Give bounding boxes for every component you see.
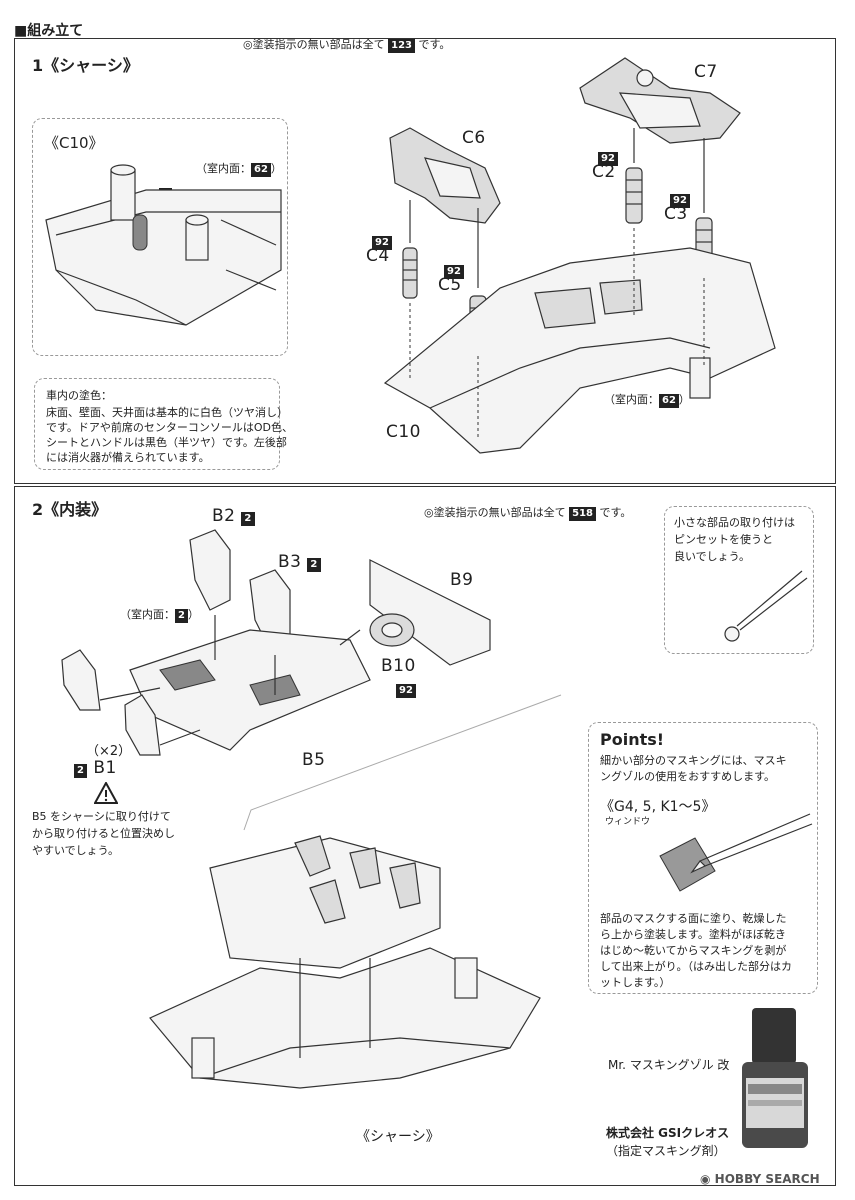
label-b1-count: （×2） xyxy=(86,744,132,759)
combined-chassis-drawing xyxy=(149,835,541,1089)
product-name: Mr. マスキングゾル 改 xyxy=(608,1058,730,1072)
part-c4-shape xyxy=(402,247,418,299)
paint-code-badge: 123 xyxy=(388,39,415,53)
step1-title: 1《シャーシ》 xyxy=(32,56,139,75)
masking-sol-bottle-image xyxy=(742,1008,808,1148)
code-c4: 92 xyxy=(372,230,392,250)
interior-paint-title: 車内の塗色： xyxy=(46,389,112,402)
part-b9-shape xyxy=(369,559,491,666)
part-c2-shape xyxy=(625,167,643,224)
masking-brush-icon xyxy=(659,813,813,892)
chassis-caption: 《シャーシ》 xyxy=(356,1129,440,1145)
interior-paint-line-2: です。ドアや前席のセンターコンソールはOD色、 xyxy=(46,421,294,434)
warning-line-1: B5 をシャーシに取り付けて xyxy=(32,810,171,823)
c10-inset-interior-note: （室内面：62） xyxy=(196,162,282,177)
tweezer-tip-box xyxy=(664,506,814,654)
code-c5: 92 xyxy=(444,259,464,279)
company-note: （指定マスキング剤） xyxy=(606,1144,726,1158)
interior-paint-line-1: 床面、壁面、天井面は基本的に白色（ツヤ消し） xyxy=(46,406,288,419)
chassis-assembly-drawing xyxy=(383,57,776,454)
tweezer-icon xyxy=(724,570,808,642)
warning-line-2: から取り付けると位置決めし xyxy=(32,827,175,840)
label-c4: C4 xyxy=(366,246,390,266)
part-b2-shape xyxy=(189,529,231,611)
label-c2: C2 xyxy=(592,162,616,182)
step-divider xyxy=(243,694,562,831)
step1-paint-note: ◎塗装指示の無い部品は全て 123 です。 xyxy=(243,38,451,53)
points-body-4: して出来上がり。（はみ出した部分はカ xyxy=(600,960,792,973)
points-title: Points! xyxy=(600,730,665,749)
hobby-search-watermark: ◉ HOBBY SEARCH xyxy=(700,1172,820,1186)
company-name: 株式会社 GSIクレオス xyxy=(606,1126,730,1140)
label-c5: C5 xyxy=(438,275,462,295)
interior-paint-line-4: には消火器が備えられています。 xyxy=(46,451,210,464)
points-body-3: はじめ～乾いてからマスキングを剥が xyxy=(600,944,787,957)
code-b10: 92 xyxy=(396,678,416,698)
label-b2: B2 2 xyxy=(212,506,255,526)
label-c7: C7 xyxy=(694,62,718,82)
step2-paint-note: ◎塗装指示の無い部品は全て 518 です。 xyxy=(424,506,632,521)
step2-interior-note: （室内面：2） xyxy=(120,608,199,623)
label-b3: B3 2 xyxy=(278,552,321,572)
watermark-logo-icon: ◉ xyxy=(700,1172,711,1186)
part-b1-shape xyxy=(61,649,161,756)
tweezer-tip-line-1: 小さな部品の取り付けは xyxy=(674,516,795,529)
points-parts-title: 《G4, 5, K1～5》 xyxy=(600,799,716,815)
part-c7-shape xyxy=(579,57,741,144)
label-b1: 2 B1 xyxy=(74,758,117,778)
step1-panel xyxy=(14,38,836,484)
points-body-1: 部品のマスクする面に塗り、乾燥した xyxy=(600,912,787,925)
label-c3: C3 xyxy=(664,204,688,224)
label-b9: B9 xyxy=(450,570,474,590)
points-window-label: ウィンドウ xyxy=(605,817,651,827)
step1-interior-note: （室内面：62） xyxy=(604,393,690,408)
label-b10: B10 xyxy=(381,656,416,676)
interior-paint-line-3: シートとハンドルは黒色（半ツヤ）です。左後部 xyxy=(46,436,287,449)
code-c3: 92 xyxy=(670,188,690,208)
points-intro-1: 細かい部分のマスキングには、マスキ xyxy=(600,754,787,767)
section-header: ■組み立て xyxy=(14,23,84,39)
points-body-5: ットします。） xyxy=(600,976,671,989)
tweezer-tip-line-2: ピンセットを使うと xyxy=(674,533,773,546)
part-c10-shape xyxy=(383,247,776,454)
interior-paint-box xyxy=(34,378,280,470)
label-c10: C10 xyxy=(386,422,422,442)
warning-line-3: やすいでしょう。 xyxy=(32,844,120,857)
tweezer-tip-line-3: 良いでしょう。 xyxy=(674,550,751,563)
part-b10-shape xyxy=(369,613,415,647)
code-c2: 92 xyxy=(598,146,618,166)
chassis-shape xyxy=(149,947,541,1089)
c10-inset-drawing xyxy=(45,164,282,326)
label-b5: B5 xyxy=(302,750,326,770)
warning-icon xyxy=(94,782,118,804)
part-c6-shape xyxy=(389,127,501,224)
points-intro-2: ングゾルの使用をおすすめします。 xyxy=(600,770,776,783)
step2-panel xyxy=(14,486,836,1186)
step2-title: 2《内装》 xyxy=(32,500,108,519)
points-body-2: ら上から塗装します。塗料がほぼ乾き xyxy=(600,928,786,941)
c10-inset-title: 《C10》 xyxy=(44,134,104,152)
label-c6: C6 xyxy=(462,128,486,148)
interior-assembly-drawing xyxy=(61,529,491,756)
interior-module-shape xyxy=(209,835,441,969)
